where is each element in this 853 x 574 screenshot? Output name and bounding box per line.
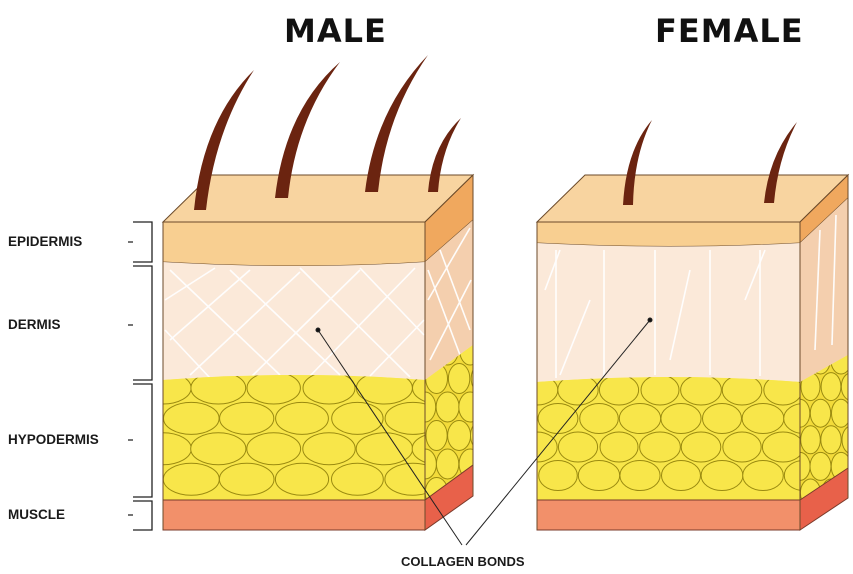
fat-cell-icon xyxy=(810,399,830,427)
fat-cell-icon xyxy=(703,404,742,434)
fat-cell-icon xyxy=(276,402,329,434)
fat-cell-icon xyxy=(578,461,619,491)
fat-cell-icon xyxy=(701,461,743,491)
fat-cell-icon xyxy=(110,402,162,434)
fat-cell-icon xyxy=(762,432,803,462)
fat-cell-icon xyxy=(641,375,679,405)
fat-cell-icon xyxy=(459,392,482,422)
layer-brackets xyxy=(128,222,152,530)
fat-cell-icon xyxy=(220,402,274,434)
fat-cell-icon xyxy=(742,404,784,434)
fat-cell-icon xyxy=(681,375,722,405)
fat-cell-icon xyxy=(332,402,383,434)
label-muscle: MUSCLE xyxy=(8,507,65,522)
fat-cell-icon xyxy=(821,373,841,401)
fat-cell-icon xyxy=(448,421,471,451)
fat-cell-icon xyxy=(356,433,412,465)
fat-cell-icon xyxy=(681,432,721,462)
male-skin-block xyxy=(110,55,493,530)
fat-cell-icon xyxy=(436,392,459,422)
fat-cell-icon xyxy=(471,478,493,508)
fat-cell-icon xyxy=(723,432,761,462)
fat-cell-icon xyxy=(662,461,701,491)
bracket-epidermis xyxy=(128,222,152,262)
fat-cell-icon xyxy=(600,432,638,462)
fat-cell-icon xyxy=(219,463,274,495)
fat-cell-icon xyxy=(599,375,638,405)
bracket-muscle xyxy=(128,501,152,530)
collagen-bonds-label: COLLAGEN BONDS xyxy=(401,554,525,569)
fat-cell-icon xyxy=(558,432,597,462)
fat-cell-icon xyxy=(471,421,493,451)
fat-cell-icon xyxy=(580,404,619,434)
fat-cell-icon xyxy=(164,402,220,434)
label-epidermis: EPIDERMIS xyxy=(8,234,82,249)
fat-cell-icon xyxy=(247,372,300,404)
fat-cell-icon xyxy=(471,364,492,394)
fat-cell-icon xyxy=(332,463,384,495)
fat-cell-icon xyxy=(538,404,578,434)
label-dermis: DERMIS xyxy=(8,317,61,332)
fat-cell-icon xyxy=(247,433,301,465)
female-muscle-front xyxy=(537,500,800,530)
male-epidermis-front xyxy=(163,222,425,266)
male-dermis-front xyxy=(163,262,425,380)
fat-cell-icon xyxy=(426,421,447,451)
fat-cell-icon xyxy=(539,461,578,491)
fat-cell-icon xyxy=(436,449,458,479)
fat-cell-icon xyxy=(619,404,660,434)
fat-cell-icon xyxy=(821,426,841,454)
fat-cell-icon xyxy=(191,433,246,465)
label-hypodermis: HYPODERMIS xyxy=(8,432,99,447)
bracket-dermis xyxy=(128,266,152,380)
male-muscle-front xyxy=(163,500,425,530)
fat-cell-icon xyxy=(303,433,355,465)
fat-cell-icon xyxy=(497,404,538,434)
fat-cell-icon xyxy=(661,404,701,434)
female-title: FEMALE xyxy=(655,12,804,50)
bracket-hypodermis xyxy=(128,384,152,497)
male-title: MALE xyxy=(284,12,387,50)
fat-cell-icon xyxy=(620,461,660,491)
fat-cell-icon xyxy=(743,461,784,491)
fat-cell-icon xyxy=(275,463,328,495)
fat-cell-icon xyxy=(163,463,219,495)
fat-cell-icon xyxy=(640,432,681,462)
hair-strand-icon xyxy=(365,55,428,192)
female-skin-block xyxy=(497,120,853,530)
female-epidermis-top xyxy=(537,175,848,222)
fat-cell-icon xyxy=(110,463,162,495)
fat-cell-icon xyxy=(722,375,762,405)
fat-cell-icon xyxy=(801,426,821,454)
fat-cell-icon xyxy=(303,372,355,404)
female-epidermis-front xyxy=(537,222,800,247)
fat-cell-icon xyxy=(810,452,831,480)
fat-cell-icon xyxy=(448,364,469,394)
